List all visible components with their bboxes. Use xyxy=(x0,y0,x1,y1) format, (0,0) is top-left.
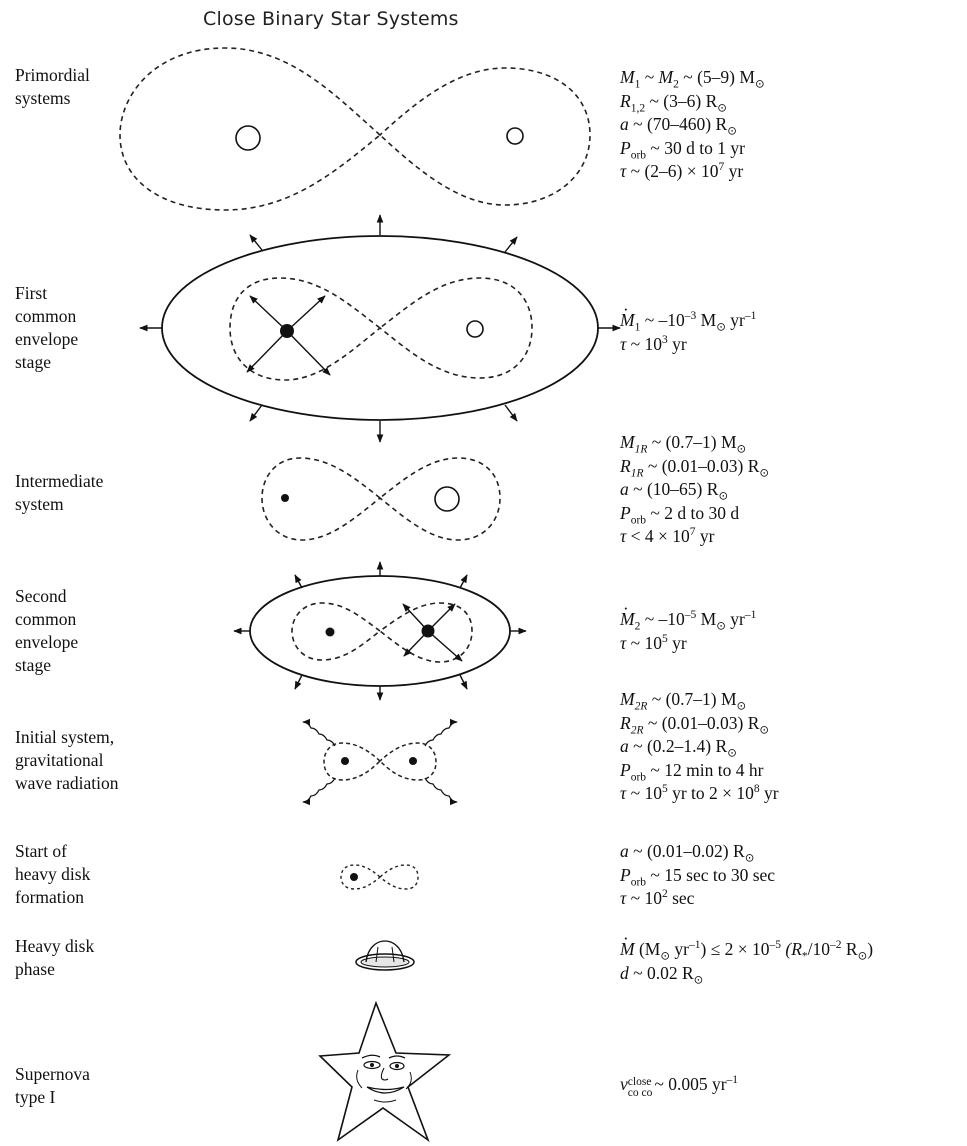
stage-label-line: stage xyxy=(15,352,51,372)
param-period: Porb ~ 2 d to 30 d xyxy=(620,502,740,526)
secondary-star xyxy=(506,127,524,145)
white-dwarf-1 xyxy=(341,757,349,765)
stage-label-line: Start of xyxy=(15,841,68,861)
companion-star xyxy=(434,486,460,512)
param-radius: R1R ~ (0.01–0.03) R⊙ xyxy=(620,455,770,479)
param-lifetime: τ ~ (2–6) × 107 yr xyxy=(620,161,744,181)
param-mass: M1R ~ (0.7–1) M⊙ xyxy=(620,432,747,456)
stage-label-line: envelope xyxy=(15,329,79,349)
stage-label-line: Primordial xyxy=(15,65,90,85)
param-mass-loss-rate: M2 ~ –10–5 M⊙ yr–1 xyxy=(620,597,756,632)
stage-label-intermediate: Intermediate system xyxy=(15,470,103,516)
params-intermediate: M1R ~ (0.7–1) M⊙ R1R ~ (0.01–0.03) R⊙ a … xyxy=(620,431,769,549)
stage-label-line: Supernova xyxy=(15,1064,90,1084)
param-disk-thickness: d ~ 0.02 R⊙ xyxy=(620,962,704,986)
param-mass-loss-rate: M1 ~ –10–3 M⊙ yr–1 xyxy=(620,298,756,333)
stage-label-first-common-envelope: First common envelope stage xyxy=(15,282,78,374)
stage-label-primordial: Primordial systems xyxy=(15,64,90,110)
param-separation: a ~ (70–460) R⊙ xyxy=(620,114,737,138)
stage-label-line: Intermediate xyxy=(15,471,104,491)
stage-label-line: heavy disk xyxy=(15,864,91,884)
param-lifetime: τ < 4 × 107 yr xyxy=(620,526,715,546)
stage-label-line: common xyxy=(15,306,77,326)
stage-label-supernova: Supernova type I xyxy=(15,1063,90,1109)
stage-label-line: system xyxy=(15,494,64,514)
param-separation: a ~ (10–65) R⊙ xyxy=(620,479,729,503)
param-masses: M1 ~ M2 ~ (5–9) M⊙ xyxy=(620,67,765,91)
gravitational-wave-system xyxy=(302,718,458,806)
param-accretion-rate: M (M⊙ yr–1) ≤ 2 × 10–5 (R*/10–2 R⊙) xyxy=(620,927,873,962)
param-separation: a ~ (0.2–1.4) R⊙ xyxy=(620,736,737,760)
stage-label-line: Second xyxy=(15,586,67,606)
param-radii: R1,2 ~ (3–6) R⊙ xyxy=(620,90,727,114)
disk-formation-system xyxy=(340,864,419,890)
white-dwarf xyxy=(281,494,289,502)
stage-label-line: wave radiation xyxy=(15,773,119,793)
param-radius: R2R ~ (0.01–0.03) R⊙ xyxy=(620,712,770,736)
param-lifetime: τ ~ 102 sec xyxy=(620,888,695,908)
stage-label-disk-start: Start of heavy disk formation xyxy=(15,840,90,909)
param-separation: a ~ (0.01–0.02) R⊙ xyxy=(620,841,755,865)
white-dwarf-2 xyxy=(409,757,417,765)
param-period: Porb ~ 12 min to 4 hr xyxy=(620,759,764,783)
white-dwarf-1 xyxy=(325,627,335,637)
secondary-star xyxy=(466,320,484,338)
white-dwarf xyxy=(350,873,358,881)
params-gravitational-wave: M2R ~ (0.7–1) M⊙ R2R ~ (0.01–0.03) R⊙ a … xyxy=(620,688,779,806)
param-lifetime: τ ~ 105 yr xyxy=(620,632,687,653)
param-mass: M2R ~ (0.7–1) M⊙ xyxy=(620,689,747,713)
stage-label-line: envelope xyxy=(15,632,79,652)
stage-label-line: Initial system, xyxy=(15,727,115,747)
first-common-envelope xyxy=(139,214,621,443)
param-period: Porb ~ 15 sec to 30 sec xyxy=(620,864,776,888)
stage-label-line: type I xyxy=(15,1087,56,1107)
params-primordial: M1 ~ M2 ~ (5–9) M⊙ R1,2 ~ (3–6) R⊙ a ~ (… xyxy=(620,66,765,184)
primordial-roche-lobes xyxy=(119,47,591,211)
stage-label-line: phase xyxy=(15,959,55,979)
params-heavy-disk: M (M⊙ yr–1) ≤ 2 × 10–5 (R*/10–2 R⊙) d ~ … xyxy=(620,927,873,986)
params-second-common-envelope: M2 ~ –10–5 M⊙ yr–1 τ ~ 105 yr xyxy=(620,597,756,655)
stage-label-second-common-envelope: Second common envelope stage xyxy=(15,585,78,677)
params-disk-start: a ~ (0.01–0.02) R⊙ Porb ~ 15 sec to 30 s… xyxy=(620,840,775,911)
second-common-envelope xyxy=(233,561,527,701)
heavy-disk xyxy=(355,940,415,971)
stage-label-line: Heavy disk xyxy=(15,936,95,956)
stage-label-line: stage xyxy=(15,655,51,675)
stage-label-heavy-disk: Heavy disk phase xyxy=(15,935,94,981)
stage-label-line: systems xyxy=(15,88,71,108)
primary-star xyxy=(235,125,261,151)
param-lifetime: τ ~ 105 yr to 2 × 108 yr xyxy=(620,783,779,803)
intermediate-roche-lobes xyxy=(261,457,501,541)
gravitational-wave-arrows xyxy=(302,718,458,806)
param-lifetime: τ ~ 103 yr xyxy=(620,333,687,354)
stage-label-line: formation xyxy=(15,887,85,907)
stage-label-gravitational-wave: Initial system, gravitational wave radia… xyxy=(15,726,119,795)
params-first-common-envelope: M1 ~ –10–3 M⊙ yr–1 τ ~ 103 yr xyxy=(620,298,756,356)
stage-label-line: common xyxy=(15,609,77,629)
diagram-title: Close Binary Star Systems xyxy=(203,8,459,30)
param-period: Porb ~ 30 d to 1 yr xyxy=(620,137,745,161)
stage-label-line: First xyxy=(15,283,48,303)
stage-label-line: gravitational xyxy=(15,750,104,770)
supernova-star-icon xyxy=(318,1000,452,1143)
